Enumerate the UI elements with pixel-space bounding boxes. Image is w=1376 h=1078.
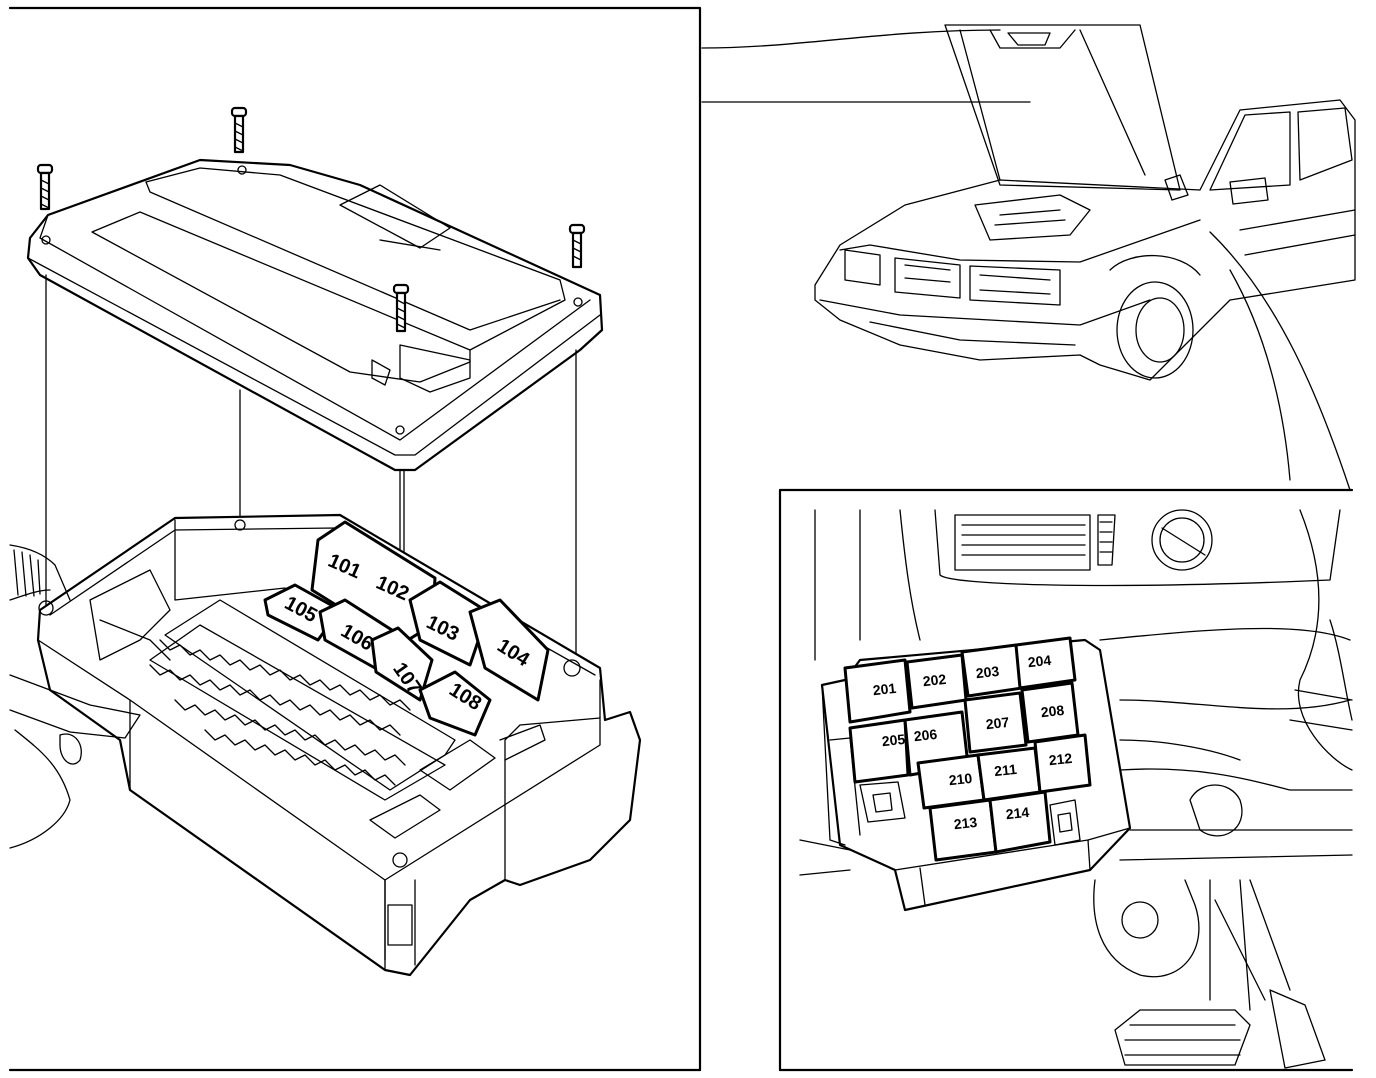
screw-icon (36, 163, 54, 211)
relay-outline (988, 790, 1052, 854)
cover-screws (36, 106, 586, 333)
relay-202: 202 (905, 653, 968, 710)
relay-label: 207 (985, 714, 1010, 732)
relay-104: 104 (468, 598, 550, 702)
relay-213: 213 (928, 798, 998, 862)
relay-label: 210 (948, 770, 973, 788)
relay-208: 208 (1020, 681, 1080, 744)
relay-214: 214 (988, 790, 1052, 854)
relay-label: 208 (1040, 702, 1065, 720)
fuse-rows (149, 599, 496, 839)
relay-outline (843, 658, 912, 724)
relay-204: 204 (1014, 636, 1077, 690)
relay-outline (370, 626, 434, 702)
relay-label: 201 (872, 680, 897, 698)
relay-212: 212 (1033, 733, 1092, 794)
relay-211: 211 (976, 746, 1042, 802)
relay-205: 205 (848, 718, 910, 784)
relay-103: 103 (408, 580, 490, 667)
relay-201: 201 (843, 658, 912, 724)
dash-relays: 201 202 203 204 205 206 207 208 210 211 212 213 214 (843, 636, 1092, 862)
relay-box-cover (26, 158, 604, 472)
relay-outline (963, 691, 1028, 754)
relay-label: 204 (1027, 652, 1052, 670)
relay-label: 206 (913, 726, 938, 744)
relay-outline (848, 718, 910, 784)
relay-label: 214 (1005, 804, 1030, 822)
relay-outline (418, 670, 492, 737)
relay-label: 213 (953, 814, 978, 832)
relay-207: 207 (963, 691, 1028, 754)
wiring-harness (9, 544, 171, 849)
car-overview-illustration (701, 24, 1356, 491)
screw-icon (230, 106, 248, 154)
relay-outline (1014, 636, 1077, 690)
relay-210: 210 (916, 753, 986, 810)
relay-outline (468, 598, 550, 702)
screw-icon (392, 283, 410, 333)
screw-icon (568, 223, 586, 269)
relay-label: 202 (922, 671, 947, 689)
relay-108: 108 (418, 670, 492, 737)
relay-label: 205 (881, 731, 906, 749)
relay-107: 107 (370, 626, 434, 702)
relay-label: 212 (1048, 750, 1073, 768)
dashboard-detail-illustration: 201 202 203 204 205 206 207 208 210 211 212 213 214 (799, 509, 1353, 1069)
relay-203: 203 (960, 643, 1024, 698)
relay-label: 203 (975, 663, 1000, 681)
panel-frames (8, 6, 1354, 1072)
relay-label: 211 (993, 761, 1017, 779)
relay-outline (1033, 733, 1092, 794)
